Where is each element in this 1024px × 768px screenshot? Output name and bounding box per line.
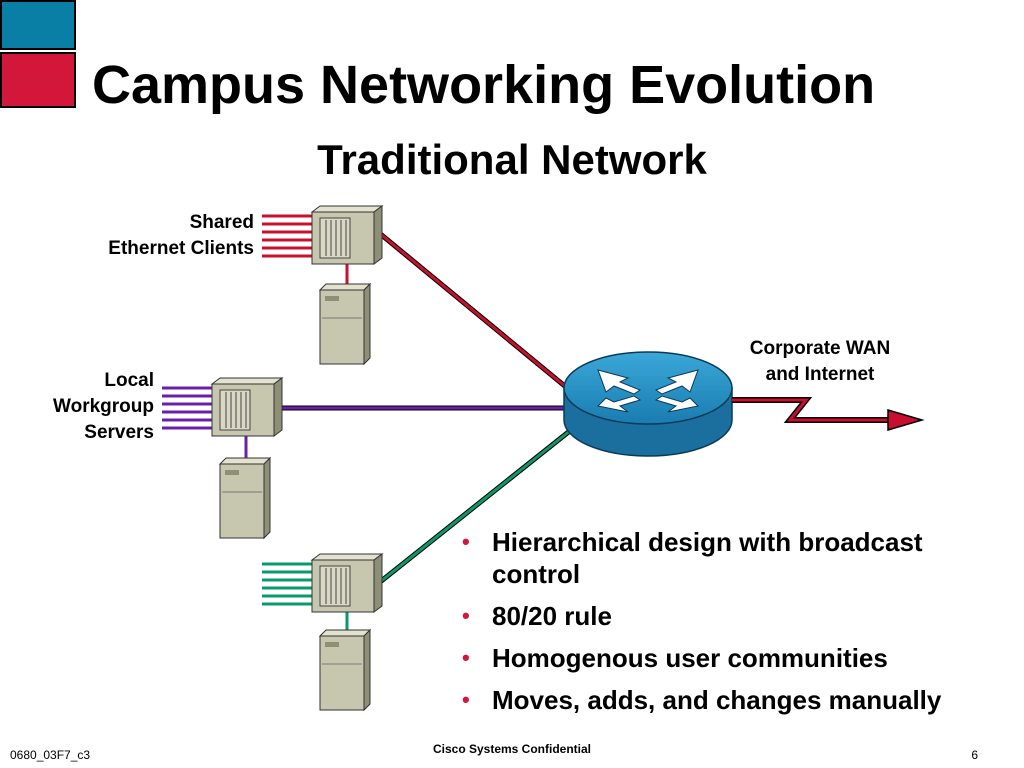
local-label-line: Workgroup xyxy=(53,396,154,417)
bullet-item: • Hierarchical design with broadcast cont… xyxy=(462,526,1002,590)
local-hub-icon xyxy=(210,377,284,437)
bullet-dot-icon: • xyxy=(462,645,470,670)
shared-client-lines xyxy=(262,214,312,258)
third-client-lines xyxy=(262,562,312,606)
bullet-list: • Hierarchical design with broadcast cont… xyxy=(462,526,1002,726)
local-label-line: Local xyxy=(104,370,154,391)
bullet-text: Moves, adds, and changes manually xyxy=(492,685,942,715)
router-icon xyxy=(563,351,733,457)
wan-label: Corporate WAN and Internet xyxy=(720,336,920,388)
bullet-item: • Moves, adds, and changes manually xyxy=(462,684,1002,716)
slide-subtitle: Traditional Network xyxy=(317,136,707,183)
local-servers-label: Local Workgroup Servers xyxy=(53,368,154,446)
third-server-icon xyxy=(318,628,372,712)
bullet-dot-icon: • xyxy=(462,687,470,712)
shared-label-line: Ethernet Clients xyxy=(108,238,254,259)
footer-confidential: Cisco Systems Confidential xyxy=(432,742,592,756)
shared-server-icon xyxy=(318,282,372,366)
shared-clients-label: Shared Ethernet Clients xyxy=(108,210,254,262)
third-hub-icon xyxy=(310,553,384,613)
slide-title: Campus Networking Evolution xyxy=(92,55,876,115)
bullet-dot-icon: • xyxy=(462,603,470,628)
local-label-line: Servers xyxy=(84,422,154,443)
connection-lines xyxy=(282,230,578,584)
footer-code: 0680_03F7_c3 xyxy=(10,748,91,762)
bullet-dot-icon: • xyxy=(462,529,470,554)
logo-blue-block xyxy=(0,0,76,50)
bullet-item: • Homogenous user communities xyxy=(462,642,1002,674)
logo-red-block xyxy=(0,52,76,108)
local-server-icon xyxy=(218,456,272,540)
wan-link-arrow xyxy=(732,397,925,432)
shared-hub-icon xyxy=(310,205,384,265)
bullet-text: 80/20 rule xyxy=(492,601,612,631)
bullet-text: Homogenous user communities xyxy=(492,643,888,673)
local-server-lines xyxy=(162,386,212,430)
wan-label-line: and Internet xyxy=(765,364,875,385)
bullet-item: • 80/20 rule xyxy=(462,600,1002,632)
footer-page-number: 6 xyxy=(971,748,978,762)
shared-label-line: Shared xyxy=(189,212,254,233)
wan-label-line: Corporate WAN xyxy=(749,338,891,359)
bullet-text: Hierarchical design with broadcast contr… xyxy=(492,527,923,589)
